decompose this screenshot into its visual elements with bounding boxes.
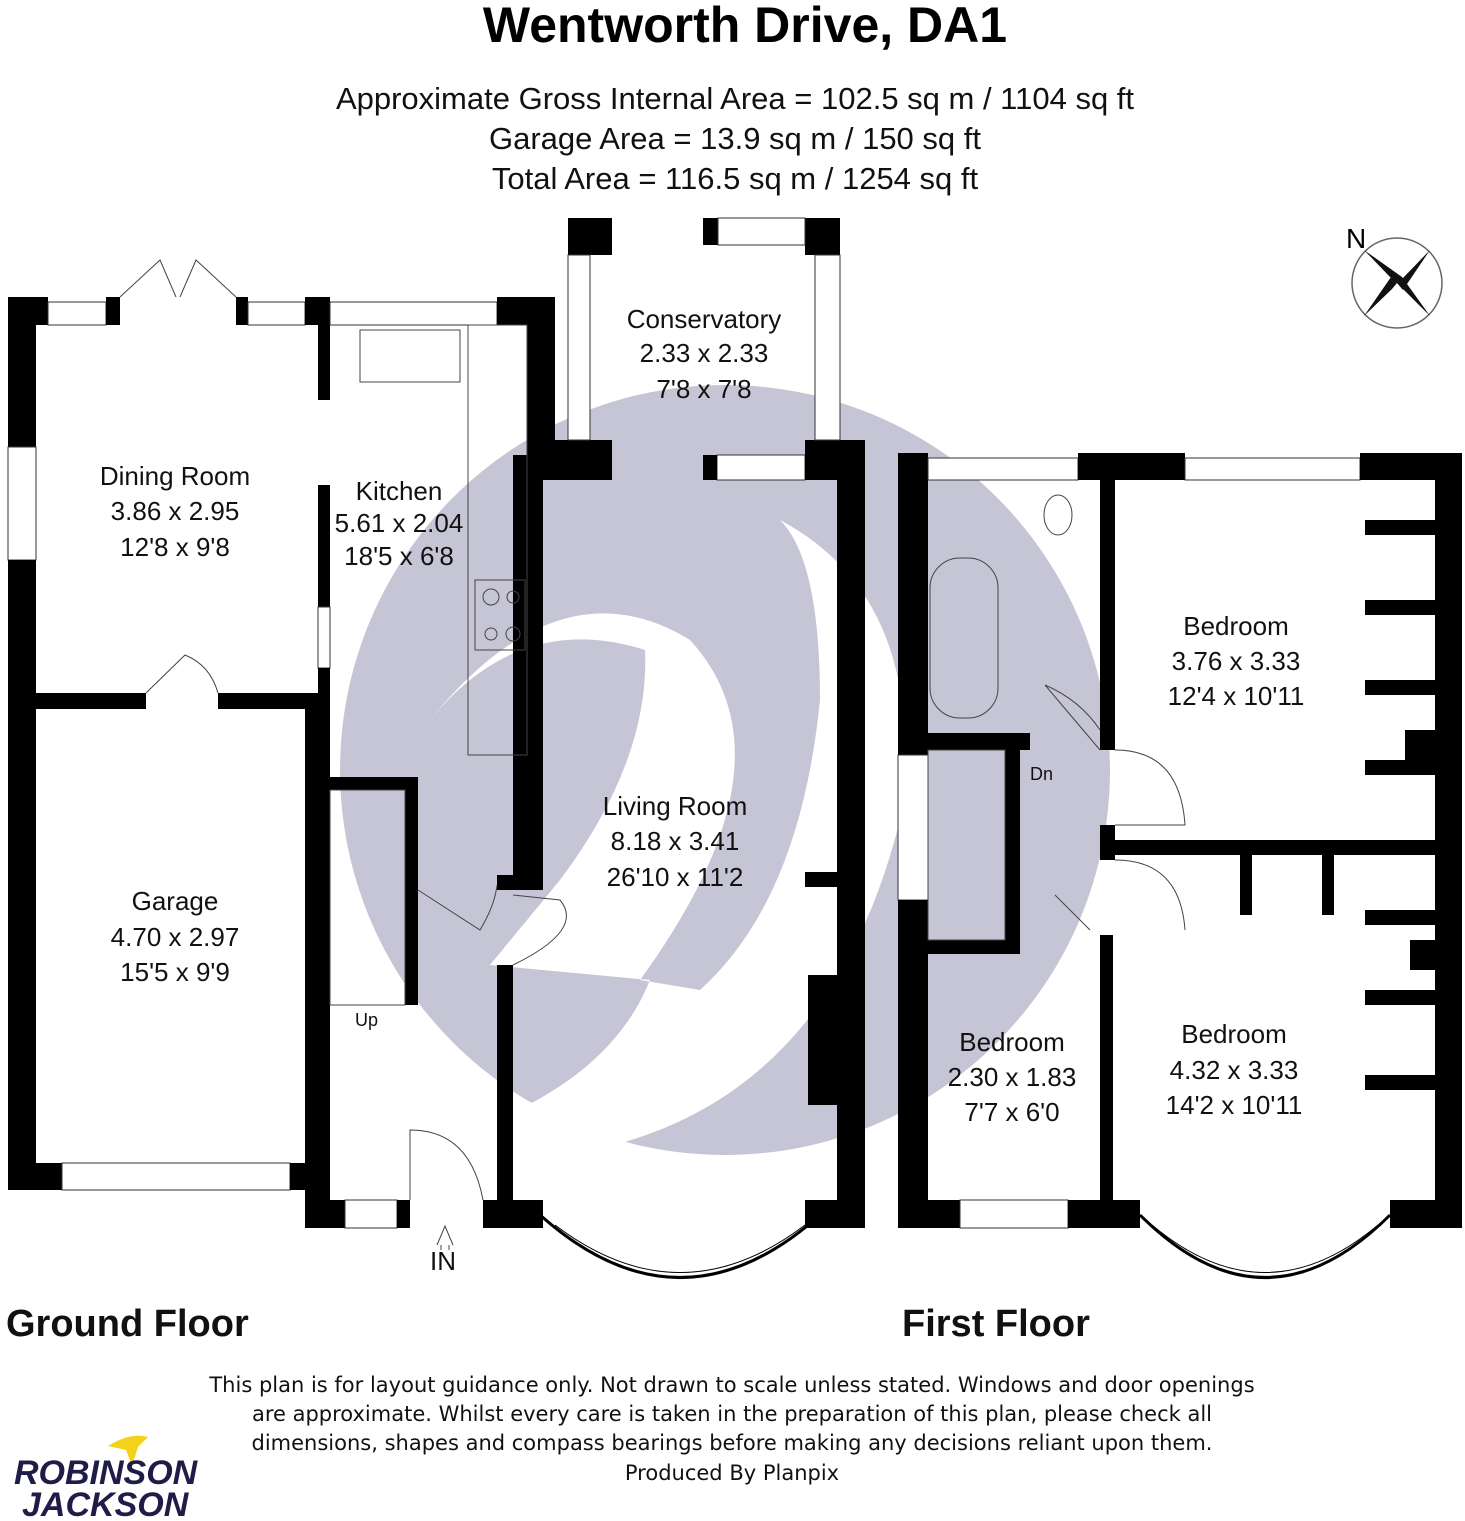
plan-title: Wentworth Drive, DA1 — [483, 0, 1007, 53]
compass-icon: N — [1346, 223, 1443, 329]
svg-text:2.33 x 2.33: 2.33 x 2.33 — [640, 338, 769, 368]
bath-icon — [929, 557, 999, 719]
room-bedroom-1: Bedroom 3.76 x 3.33 12'4 x 10'11 — [1168, 611, 1305, 711]
robinson-jackson-logo: ROBINSON JACKSON — [14, 1435, 199, 1521]
svg-text:3.76 x 3.33: 3.76 x 3.33 — [1172, 646, 1301, 676]
produced-by: Produced By Planpix — [625, 1461, 839, 1485]
svg-text:Bedroom: Bedroom — [959, 1027, 1065, 1057]
disclaimer-line-2: are approximate. Whilst every care is ta… — [252, 1402, 1212, 1426]
svg-text:18'5 x 6'8: 18'5 x 6'8 — [344, 541, 454, 571]
svg-text:7'8 x 7'8: 7'8 x 7'8 — [656, 374, 751, 404]
svg-text:Living Room: Living Room — [603, 791, 748, 821]
svg-text:12'8 x 9'8: 12'8 x 9'8 — [120, 532, 230, 562]
svg-text:5.61 x 2.04: 5.61 x 2.04 — [335, 508, 464, 538]
room-conservatory: Conservatory 2.33 x 2.33 7'8 x 7'8 — [627, 304, 782, 404]
svg-text:3.86 x 2.95: 3.86 x 2.95 — [111, 496, 240, 526]
entrance-arrow-icon — [436, 1224, 454, 1250]
svg-text:JACKSON: JACKSON — [22, 1486, 190, 1521]
svg-text:Bedroom: Bedroom — [1181, 1019, 1287, 1049]
room-kitchen: Kitchen 5.61 x 2.04 18'5 x 6'8 — [335, 476, 464, 571]
room-bedroom-2: Bedroom 2.30 x 1.83 7'7 x 6'0 — [948, 1027, 1077, 1127]
total-area: Total Area = 116.5 sq m / 1254 sq ft — [492, 161, 979, 196]
svg-text:Conservatory: Conservatory — [627, 304, 782, 334]
svg-text:Garage: Garage — [132, 886, 219, 916]
room-garage: Garage 4.70 x 2.97 15'5 x 9'9 — [111, 886, 240, 987]
room-bedroom-3: Bedroom 4.32 x 3.33 14'2 x 10'11 — [1166, 1019, 1303, 1120]
svg-text:12'4 x 10'11: 12'4 x 10'11 — [1168, 681, 1305, 711]
disclaimer-line-1: This plan is for layout guidance only. N… — [208, 1373, 1254, 1397]
svg-text:8.18 x 3.41: 8.18 x 3.41 — [611, 826, 740, 856]
svg-text:Bedroom: Bedroom — [1183, 611, 1289, 641]
first-floor-label: First Floor — [902, 1303, 1090, 1345]
hob-icon — [474, 579, 526, 651]
svg-text:4.32 x 3.33: 4.32 x 3.33 — [1170, 1055, 1299, 1085]
svg-text:2.30 x 1.83: 2.30 x 1.83 — [948, 1062, 1077, 1092]
svg-text:15'5 x 9'9: 15'5 x 9'9 — [120, 957, 230, 987]
first-floor-walls — [897, 453, 1462, 1279]
kitchen-sink-icon — [359, 329, 461, 383]
svg-text:7'7 x 6'0: 7'7 x 6'0 — [964, 1097, 1059, 1127]
stairs-up-label: Up — [355, 1010, 378, 1030]
svg-text:ROBINSON: ROBINSON — [14, 1454, 199, 1492]
svg-text:Dining Room: Dining Room — [100, 461, 250, 491]
stairs-down-label: Dn — [1030, 764, 1053, 784]
svg-text:26'10 x 11'2: 26'10 x 11'2 — [607, 862, 744, 892]
garage-area: Garage Area = 13.9 sq m / 150 sq ft — [489, 121, 981, 156]
room-dining-room: Dining Room 3.86 x 2.95 12'8 x 9'8 — [100, 461, 250, 562]
svg-text:Kitchen: Kitchen — [356, 476, 443, 506]
compass-north-label: N — [1346, 223, 1366, 254]
room-living-room: Living Room 8.18 x 3.41 26'10 x 11'2 — [603, 791, 748, 892]
svg-text:4.70 x 2.97: 4.70 x 2.97 — [111, 922, 240, 952]
entrance-label: IN — [430, 1246, 456, 1276]
svg-text:14'2 x 10'11: 14'2 x 10'11 — [1166, 1090, 1303, 1120]
toilet-icon — [1043, 494, 1073, 536]
ground-floor-walls — [7, 217, 865, 1279]
ground-floor-label: Ground Floor — [6, 1303, 249, 1345]
disclaimer-line-3: dimensions, shapes and compass bearings … — [252, 1431, 1213, 1455]
gross-internal-area: Approximate Gross Internal Area = 102.5 … — [336, 81, 1134, 116]
